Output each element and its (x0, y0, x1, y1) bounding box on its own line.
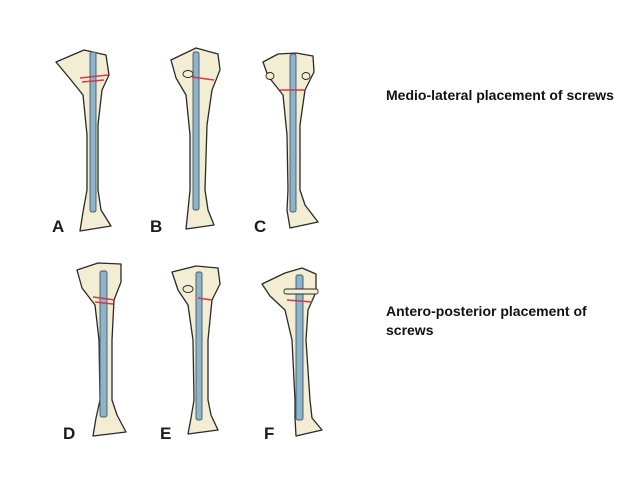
intramedullary-nail (295, 274, 304, 421)
tibia-panel-d: D (63, 262, 127, 443)
tibia-panel-b: B (150, 47, 221, 236)
intramedullary-nail (195, 271, 203, 421)
screw (79, 74, 109, 83)
screw-head (283, 288, 319, 295)
tibia-panel-f: F (261, 267, 323, 443)
screw (286, 299, 313, 303)
caption-medio-lateral: Medio-lateral placement of screws (386, 87, 614, 103)
panel-label-c: C (254, 217, 266, 236)
tibia-bone (261, 267, 323, 437)
intramedullary-nail (289, 53, 297, 213)
caption-antero-posterior: Antero-posterior placement of screws (386, 303, 587, 338)
screw-head (182, 70, 194, 78)
screw-head (301, 72, 311, 80)
screw (197, 297, 213, 301)
panel-label-d: D (63, 424, 75, 443)
panel-label-e: E (160, 424, 171, 443)
screw (92, 296, 116, 305)
screw-head (182, 285, 194, 293)
intramedullary-nail (192, 51, 200, 211)
intramedullary-nail (89, 51, 97, 213)
panel-label-f: F (264, 424, 274, 443)
screw (191, 76, 215, 81)
tibia-panel-e: E (160, 265, 221, 443)
panel-label-a: A (52, 217, 64, 236)
tibia-bone (55, 49, 112, 232)
intramedullary-nail (99, 270, 108, 418)
tibia-panel-a: A (52, 49, 112, 236)
screw-head (265, 72, 275, 80)
panel-label-b: B (150, 217, 162, 236)
tibia-panel-c: C (254, 52, 319, 236)
